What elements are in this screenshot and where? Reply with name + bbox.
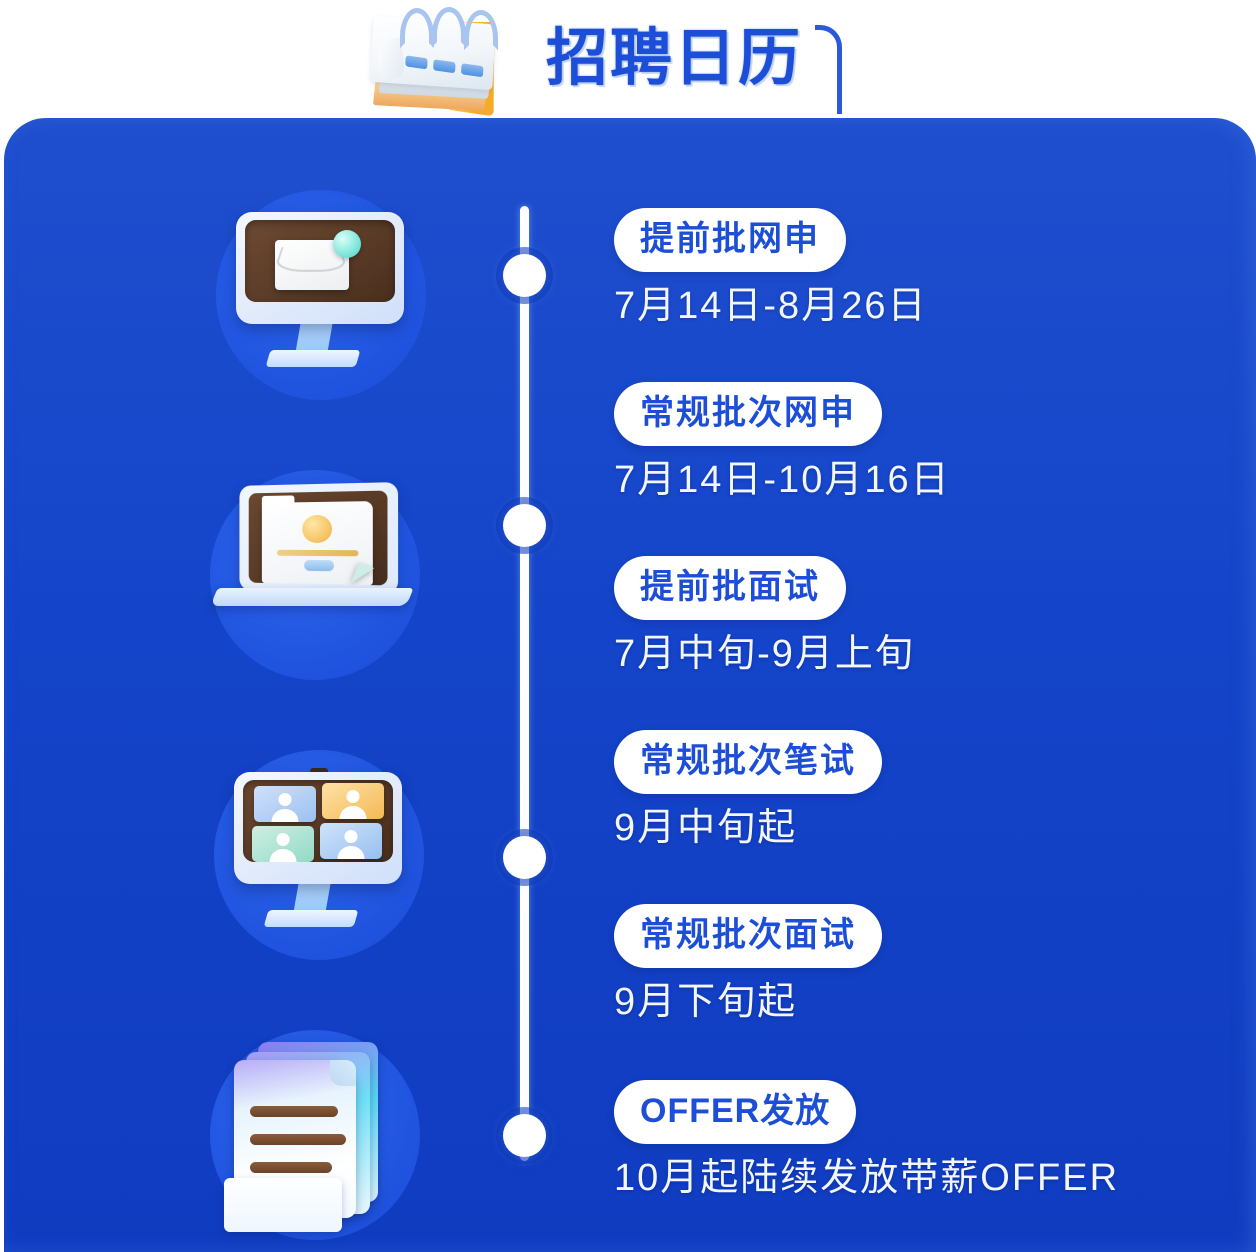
- timeline-dot: [503, 504, 546, 547]
- video-tile: [322, 783, 384, 819]
- timeline-entry: OFFER发放 10月起陆续发放带薪OFFER: [614, 1080, 1119, 1200]
- calendar-tab-2: [433, 59, 456, 74]
- calendar-ring-3: [464, 10, 498, 50]
- laptop-screen: [248, 490, 388, 586]
- document-front: [224, 1060, 356, 1232]
- monitor-camera-icon: [310, 768, 328, 775]
- monitor-foot: [263, 910, 359, 927]
- monitor-body: [236, 212, 404, 324]
- notification-dot-icon: [333, 230, 361, 258]
- calendar-ring-1: [400, 8, 434, 48]
- document-text-line: [250, 1106, 338, 1117]
- flip-calendar-icon: [362, 6, 540, 117]
- resume-button: [304, 559, 334, 572]
- monitor-foot: [265, 350, 361, 367]
- page-title: 招聘日历: [546, 24, 803, 93]
- laptop-resume-icon: [210, 470, 420, 680]
- laptop-lid: [239, 482, 399, 594]
- monitor-video-grid-icon: [214, 750, 424, 960]
- calendar-tab-3: [460, 63, 484, 78]
- timeline-dot: [503, 1114, 546, 1157]
- timeline-entry-label: 常规批次面试: [614, 904, 882, 968]
- timeline-entry-date: 7月中旬-9月上旬: [614, 633, 915, 675]
- person-icon: [337, 830, 365, 859]
- header-inner: 招聘日历: [362, 0, 852, 118]
- title-bracket-decoration: [815, 11, 852, 114]
- timeline-entry-label: OFFER发放: [614, 1080, 857, 1144]
- timeline-entry: 提前批网申 7月14日-8月26日: [614, 208, 927, 328]
- laptop-base: [210, 588, 414, 606]
- timeline-entry-label: 常规批次网申: [614, 382, 882, 446]
- document-bottom-sheet: [224, 1178, 342, 1232]
- timeline-entry-date: 7月14日-8月26日: [614, 285, 928, 327]
- timeline-entry-date: 10月起陆续发放带薪OFFER: [614, 1157, 1120, 1199]
- document-text-line: [250, 1134, 346, 1145]
- person-icon: [269, 833, 297, 862]
- resume-text-line: [277, 549, 359, 557]
- timeline-dot: [503, 836, 546, 879]
- timeline-entry-label: 常规批次笔试: [614, 730, 882, 794]
- video-tile: [252, 826, 314, 862]
- timeline-entry: 常规批次笔试 9月中旬起: [614, 730, 882, 850]
- document-fold-corner: [330, 1060, 356, 1086]
- timeline-dot: [503, 254, 546, 297]
- calendar-card: 提前批网申 7月14日-8月26日 常规批次网申 7月14日-10月16日 提前…: [4, 118, 1256, 1252]
- timeline-entry: 常规批次面试 9月下旬起: [614, 904, 882, 1024]
- monitor-body: [234, 772, 402, 884]
- timeline-entry-date: 9月中旬起: [614, 807, 798, 849]
- calendar-ring-2: [432, 7, 466, 47]
- resume-folder-tab: [261, 495, 295, 506]
- timeline-entry: 常规批次网申 7月14日-10月16日: [614, 382, 951, 502]
- timeline-entry-label: 提前批网申: [614, 208, 846, 272]
- monitor-screen: [243, 780, 393, 862]
- calendar-tab-1: [405, 55, 428, 70]
- resume-avatar-icon: [302, 514, 332, 544]
- person-icon: [339, 790, 367, 819]
- stacked-documents-icon: [210, 1030, 420, 1240]
- monitor-envelope-icon: [216, 190, 426, 400]
- monitor-screen: [245, 220, 395, 302]
- timeline-entry-date: 7月14日-10月16日: [614, 459, 951, 501]
- timeline-entry-date: 9月下旬起: [614, 981, 798, 1023]
- video-tile: [320, 823, 382, 859]
- document-text-line: [250, 1162, 332, 1173]
- video-tile: [254, 786, 316, 822]
- timeline-entry-label: 提前批面试: [614, 556, 846, 620]
- page-header: 招聘日历: [0, 0, 1256, 118]
- timeline-rail: [520, 206, 529, 1161]
- timeline-entry: 提前批面试 7月中旬-9月上旬: [614, 556, 915, 676]
- person-icon: [271, 793, 299, 822]
